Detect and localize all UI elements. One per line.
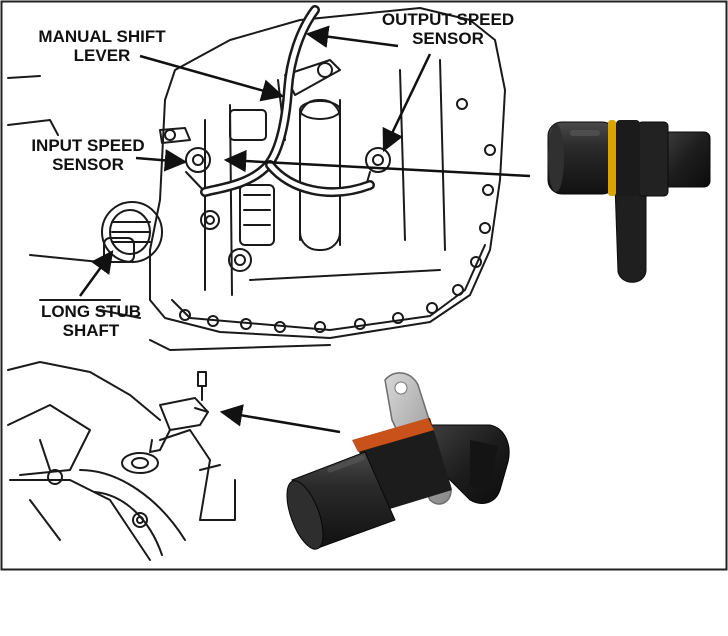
label-line: SENSOR: [52, 155, 124, 174]
label-line: OUTPUT SPEED: [381, 10, 515, 29]
label-long-stub-shaft: LONG STUB SHAFT: [16, 302, 166, 340]
arrow-output-speed-sensor: [382, 53, 432, 153]
figure-frame: [0, 0, 728, 571]
label-line: LONG STUB: [40, 302, 142, 321]
speed-sensor-photo-top: [547, 120, 711, 283]
wire-harness: [200, 5, 375, 197]
arrow-long-stub-shaft: [78, 250, 114, 297]
leader-arrows: [78, 25, 531, 434]
label-manual-shift-lever: MANUAL SHIFT LEVER: [12, 27, 192, 65]
sensor-mounting-tab: [614, 184, 647, 283]
arrow-input-speed-sensor: [135, 149, 188, 172]
speed-sensor-photo-bottom: [286, 372, 510, 550]
arrow-manual-shift-lever: [139, 54, 285, 102]
transaxle-drawing: [7, 361, 236, 561]
transmission-case-drawing: [7, 7, 506, 351]
label-line: INPUT SPEED: [31, 136, 145, 155]
label-line: MANUAL SHIFT: [38, 27, 166, 46]
sensor-connector: [661, 131, 711, 188]
arrow-photo-to-input-sensor: [223, 149, 531, 178]
label-input-speed-sensor: INPUT SPEED SENSOR: [8, 136, 168, 174]
sensor-o-ring: [608, 120, 616, 196]
label-line: SENSOR: [412, 29, 484, 48]
sensor-o-ring-orange: [352, 418, 434, 452]
label-line: LEVER: [73, 46, 131, 65]
sensor-tip-face: [286, 480, 324, 550]
label-line: SHAFT: [62, 321, 120, 340]
arrow-output-to-harness: [305, 25, 399, 48]
label-output-speed-sensor: OUTPUT SPEED SENSOR: [348, 10, 548, 48]
arrow-photo-to-drawing-sensor: [219, 404, 341, 434]
